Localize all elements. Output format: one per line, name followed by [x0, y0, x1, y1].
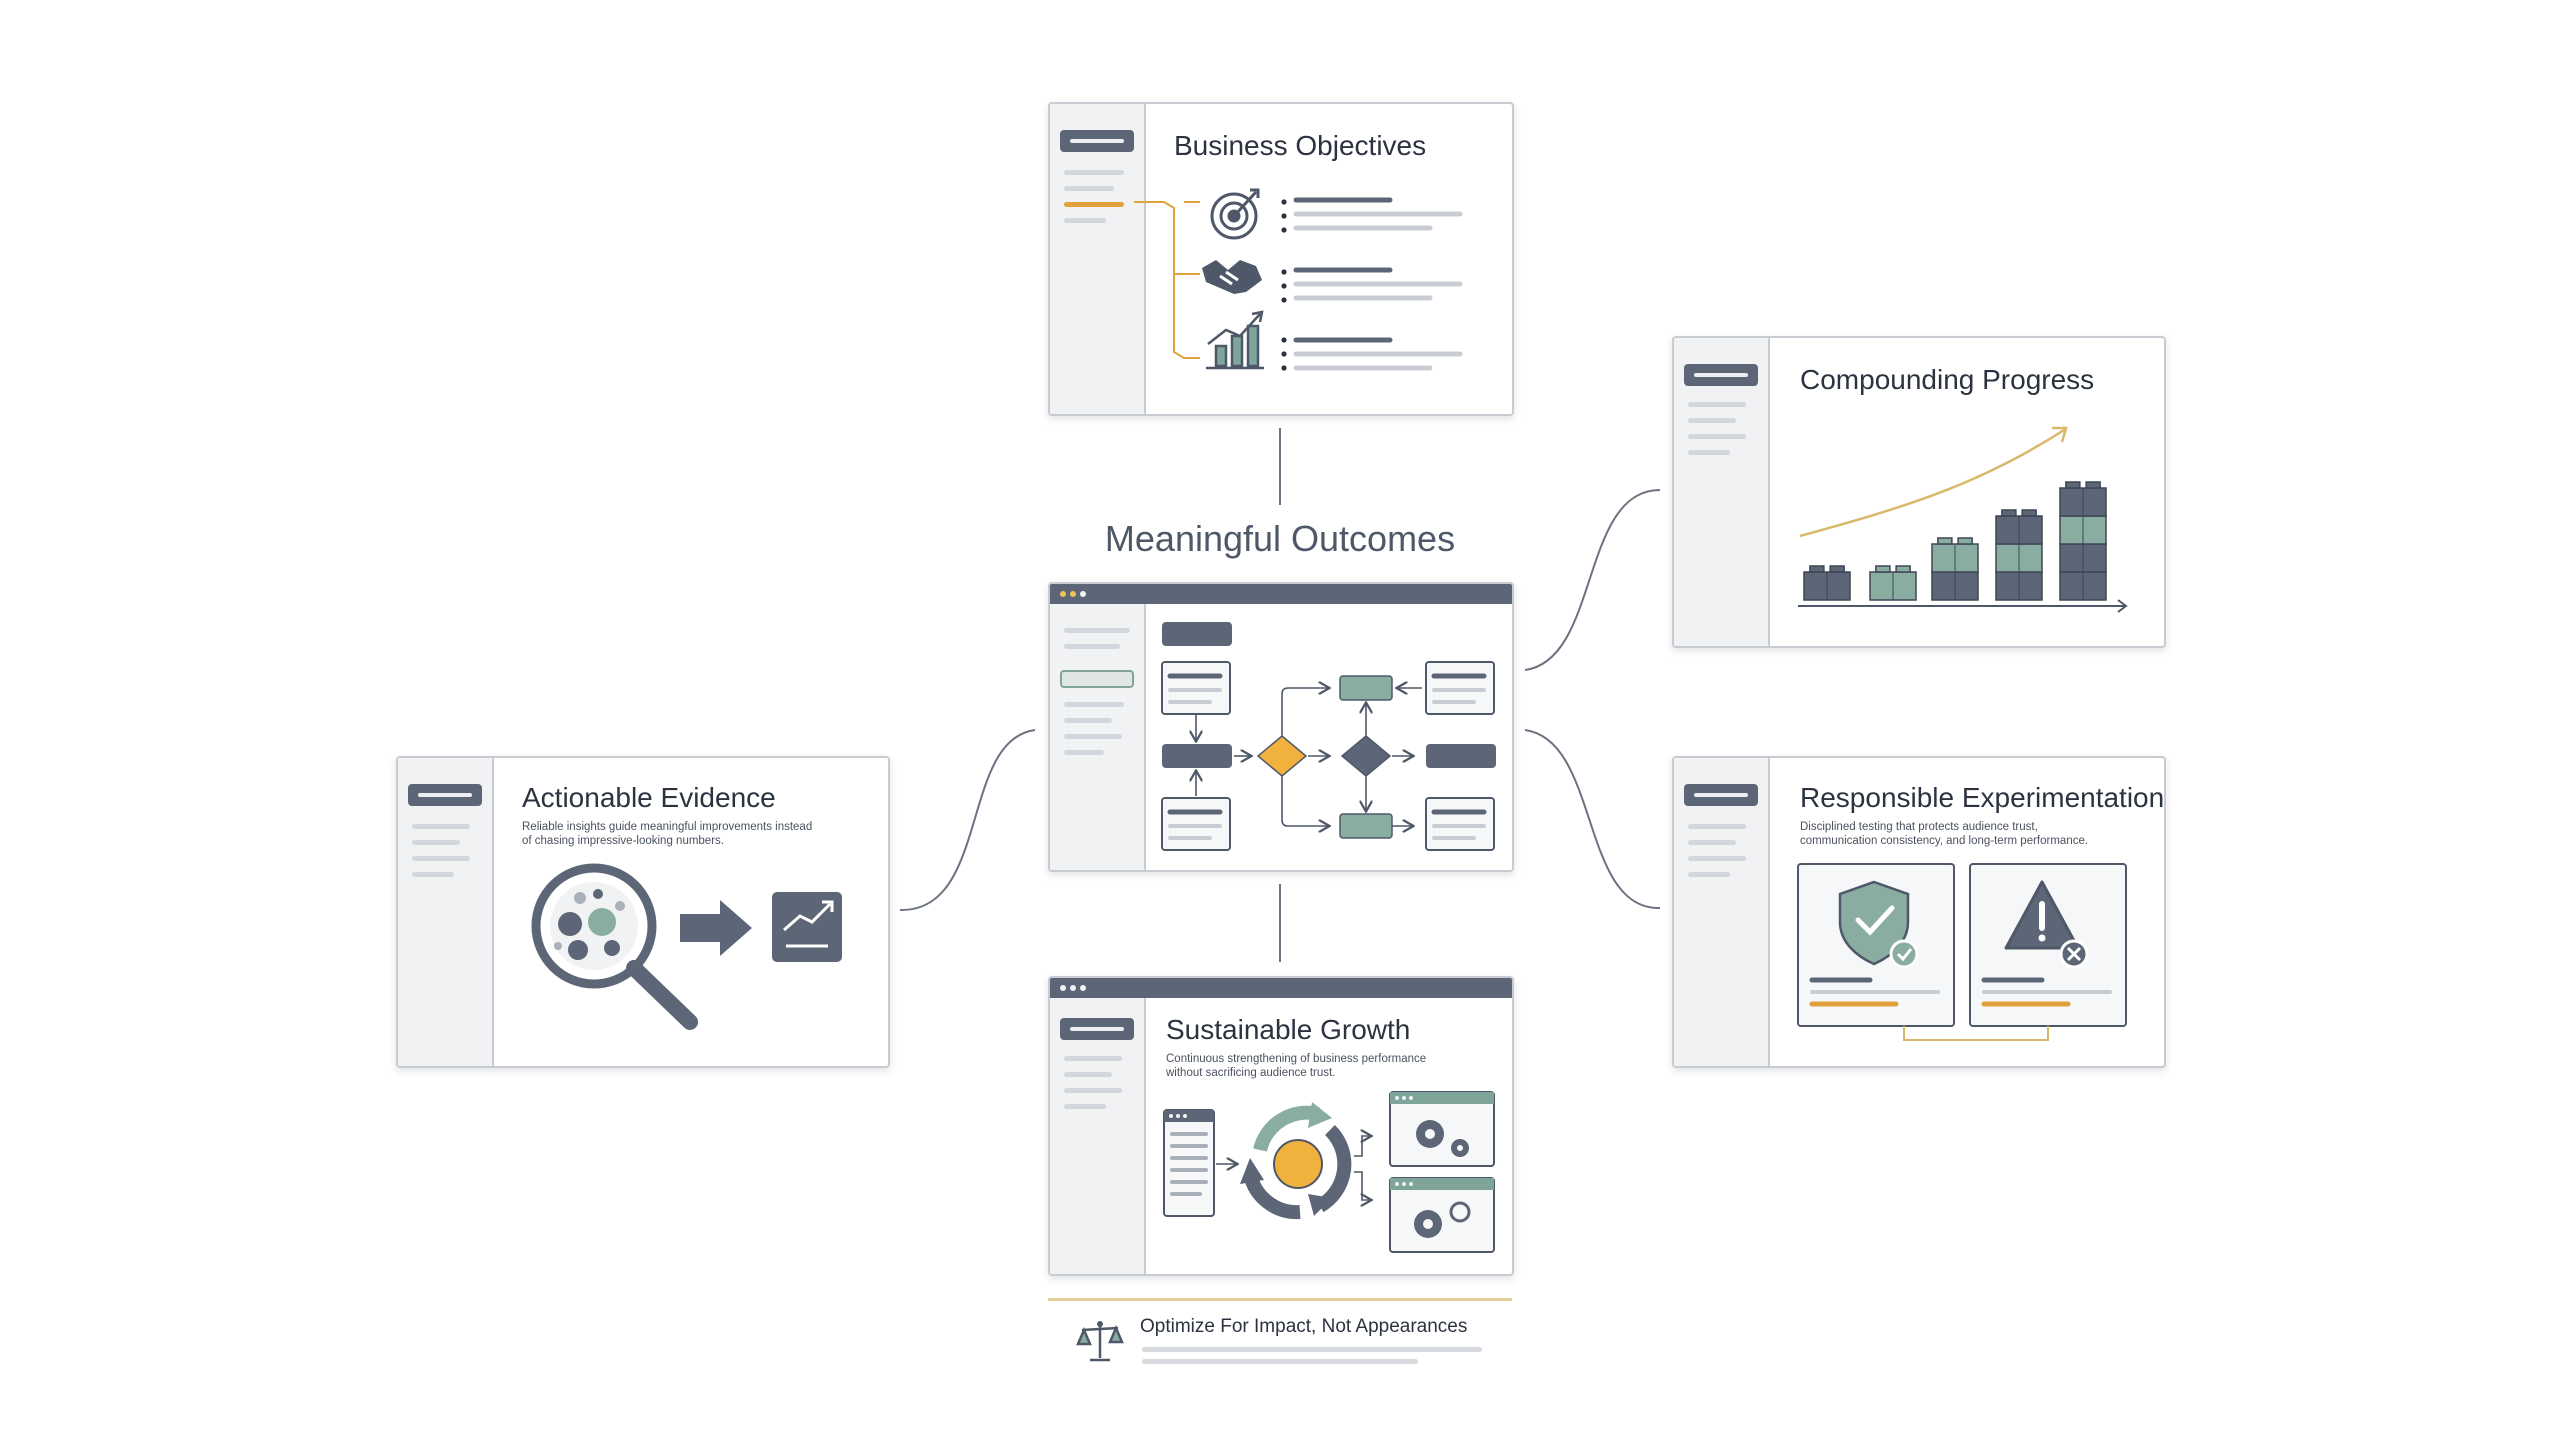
footer-bar [1142, 1347, 1482, 1352]
sustainable-growth-card: Sustainable Growth Continuous strengthen… [1048, 976, 1514, 1276]
flowchart-icon [1161, 622, 1496, 851]
compounding-progress-card: Compounding Progress [1672, 336, 2166, 648]
window-titlebar [1050, 978, 1512, 998]
card-title: Actionable Evidence [522, 782, 776, 813]
block-stud [2021, 509, 2037, 517]
card-sidebar [1674, 338, 1770, 646]
card-sidebar [398, 758, 494, 1066]
magnifier-icon [531, 863, 698, 1030]
evidence-illustration [531, 863, 842, 1030]
arrow-right-icon [680, 900, 752, 956]
block-stud [1829, 565, 1845, 573]
card-sidebar [1050, 604, 1146, 870]
card-sidebar [1050, 998, 1146, 1274]
objectives-list [1134, 188, 1463, 371]
growth-chart-icon [1206, 310, 1264, 370]
center-title: Meaningful Outcomes [1104, 518, 1456, 559]
block-stud [2065, 481, 2081, 489]
connector-right-top [1524, 489, 1661, 671]
shield-check-icon [1838, 880, 1919, 969]
cycle-icon [1240, 1102, 1352, 1220]
footer-divider [1048, 1298, 1512, 1301]
card-subtitle: Disciplined testing that protects audien… [1800, 821, 2089, 847]
footer-text: Optimize For Impact, Not Appearances [1140, 1316, 1468, 1337]
gears-icon [1389, 1091, 1495, 1253]
trend-chart-icon [772, 892, 842, 962]
block-stud [2085, 481, 2101, 489]
stacked-blocks-icon [1798, 426, 2128, 613]
block-stud [1809, 565, 1825, 573]
card-title: Compounding Progress [1800, 364, 2095, 395]
card-subtitle: Reliable insights guide meaningful impro… [522, 821, 813, 847]
block-stud [1937, 537, 1953, 545]
handshake-icon [1202, 260, 1262, 294]
footer-bar [1142, 1359, 1418, 1364]
block-stud [1895, 565, 1911, 573]
block-stud [2001, 509, 2017, 517]
business-objectives-card: Business Objectives [1048, 102, 1514, 416]
target-icon [1210, 188, 1260, 240]
card-subtitle: Continuous strengthening of business per… [1166, 1053, 1427, 1079]
connector-left [899, 729, 1036, 912]
card-title: Responsible Experimentation [1800, 782, 2165, 813]
card-title: Business Objectives [1174, 130, 1427, 161]
connector-right-bottom [1524, 729, 1661, 910]
responsible-experimentation-card: Responsible Experimentation Disciplined … [1672, 756, 2166, 1068]
growth-illustration [1163, 1091, 1495, 1253]
card-sidebar [1050, 104, 1146, 414]
card-title: Sustainable Growth [1166, 1014, 1411, 1045]
balance-scale-icon [1076, 1321, 1124, 1362]
warning-icon [2004, 880, 2089, 969]
block-stud [1875, 565, 1891, 573]
card-sidebar [1674, 758, 1770, 1066]
block-stud [1957, 537, 1973, 545]
actionable-evidence-card: Actionable Evidence Reliable insights gu… [396, 756, 890, 1068]
flowchart-card [1048, 582, 1514, 872]
experimentation-illustration [1797, 863, 2127, 1041]
window-titlebar [1050, 584, 1512, 604]
